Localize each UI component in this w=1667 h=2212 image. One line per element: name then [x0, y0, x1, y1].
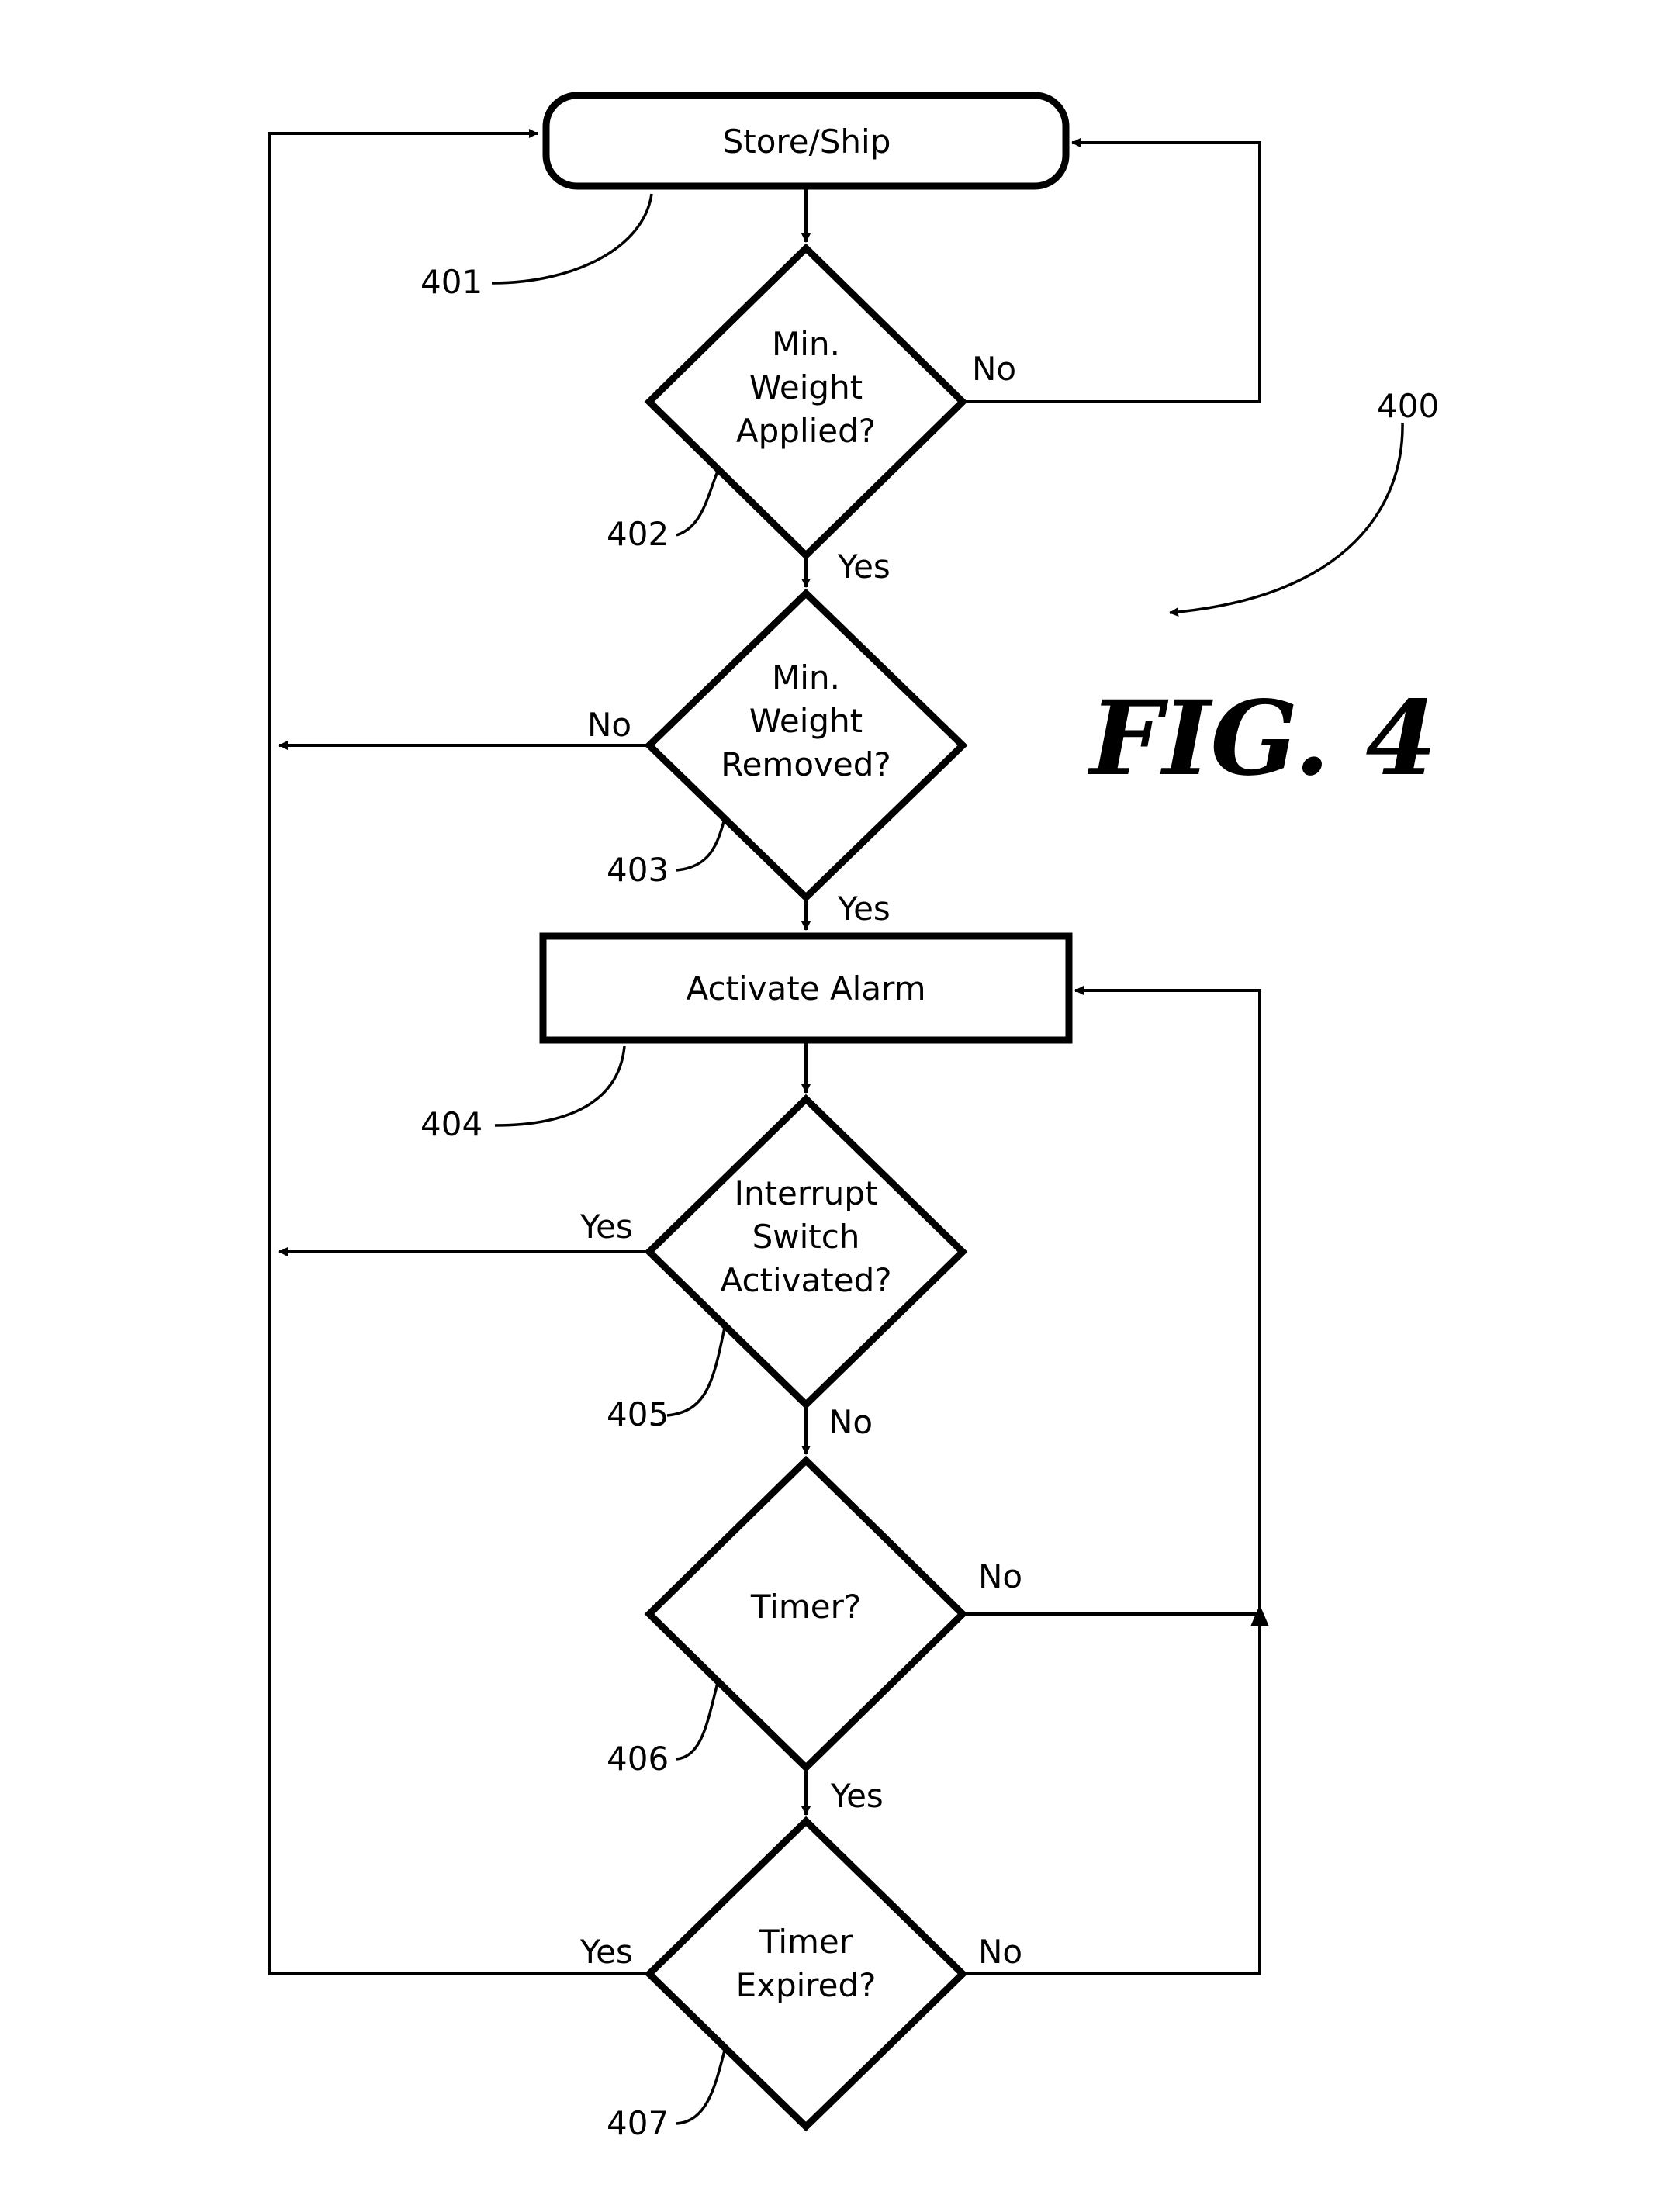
edge-label-406-yes: Yes — [830, 1777, 884, 1815]
edge-label-405-no: No — [828, 1403, 873, 1441]
arrow-407-yes-return — [270, 133, 649, 1974]
ref-401: 401 — [420, 263, 482, 301]
min-weight-applied-line3: Applied? — [736, 412, 876, 450]
ref-404: 404 — [420, 1105, 482, 1143]
interrupt-switch-line1: Interrupt — [735, 1174, 878, 1212]
min-weight-removed-line1: Min. — [772, 658, 840, 696]
ref-406: 406 — [607, 1740, 669, 1778]
figure-label: FIG. 4 — [1087, 679, 1437, 799]
arrow-407-no-return — [963, 990, 1260, 1974]
leader-405 — [667, 1324, 725, 1415]
interrupt-switch-line3: Activated? — [720, 1261, 891, 1299]
interrupt-switch-line2: Switch — [752, 1218, 860, 1256]
leader-404 — [495, 1046, 624, 1125]
store-ship-label: Store/Ship — [723, 123, 891, 161]
min-weight-applied-line1: Min. — [772, 325, 840, 363]
activate-alarm-label: Activate Alarm — [686, 969, 925, 1007]
leader-407 — [676, 2048, 725, 2124]
leader-403 — [676, 816, 725, 870]
edge-label-403-no: No — [587, 706, 631, 744]
leader-402 — [676, 472, 718, 535]
edge-label-403-yes: Yes — [837, 890, 891, 928]
ref-400: 400 — [1377, 387, 1439, 425]
timer-expired-line2: Expired? — [736, 1966, 877, 2004]
edge-label-402-yes: Yes — [837, 548, 891, 586]
ref-405: 405 — [607, 1395, 669, 1433]
leader-406 — [676, 1683, 718, 1759]
ref-407: 407 — [607, 2104, 669, 2142]
ref-402: 402 — [607, 515, 669, 553]
leader-400-arrow — [1170, 423, 1402, 613]
timer-expired-line1: Timer — [759, 1923, 853, 1961]
min-weight-removed-line3: Removed? — [721, 745, 891, 783]
min-weight-applied-line2: Weight — [749, 368, 863, 406]
edge-label-407-no: No — [978, 1933, 1022, 1971]
ref-403: 403 — [607, 851, 669, 889]
edge-label-405-yes: Yes — [579, 1208, 633, 1246]
min-weight-removed-line2: Weight — [749, 702, 863, 740]
leader-401 — [492, 194, 652, 283]
edge-label-407-yes: Yes — [579, 1933, 633, 1971]
edge-label-402-no: No — [972, 350, 1016, 388]
edge-label-406-no: No — [978, 1557, 1022, 1595]
timer-label: Timer? — [750, 1588, 861, 1626]
